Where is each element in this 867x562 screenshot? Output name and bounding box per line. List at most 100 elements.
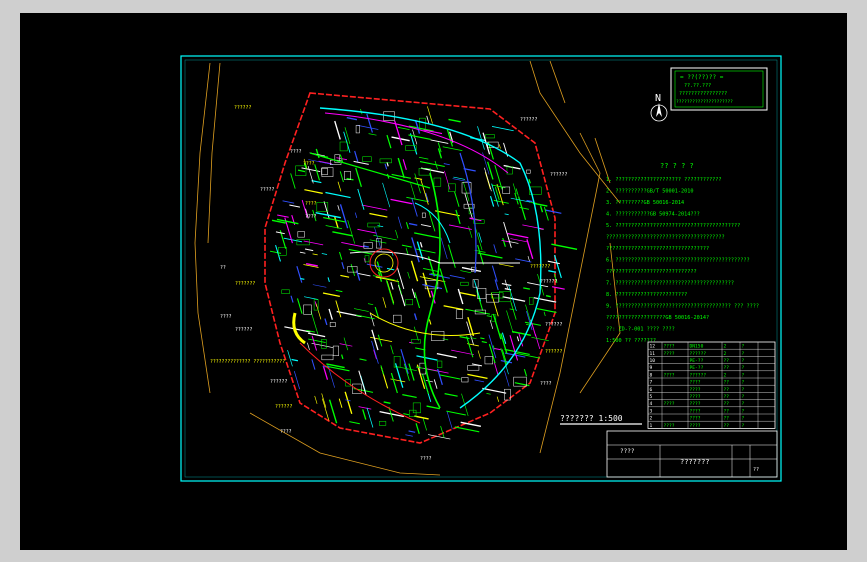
- table-cell: PE-??: [690, 358, 704, 364]
- table-cell: 2: [650, 416, 653, 422]
- site-labels: ????????????????????????????????????????…: [210, 105, 567, 462]
- table-cell: ????: [664, 401, 675, 407]
- table-cell: 10: [650, 358, 656, 364]
- table-cell: ?: [742, 423, 745, 429]
- title-block: ???? ??????? ??: [606, 430, 778, 478]
- note-line: 5. ?????????????????????????????????????…: [606, 223, 740, 229]
- table-cell: 2: [724, 344, 727, 350]
- table-cell: 4: [650, 401, 653, 407]
- site-label: ??????: [275, 404, 292, 410]
- table-cell: ?: [742, 401, 745, 407]
- site-label: ??????: [270, 379, 287, 385]
- site-label: ?????????????? ???????????: [210, 359, 285, 365]
- table-cell: ??????: [690, 351, 707, 357]
- scale-label: ??????? 1:500: [560, 414, 623, 423]
- site-boundary: [264, 92, 556, 444]
- note-line: 1. ????????????????????? ????????????: [606, 177, 722, 183]
- table-cell: ??: [724, 423, 730, 429]
- note-line: ??: ZD-?-001 ???? ????: [606, 327, 675, 333]
- table-cell: ?: [742, 358, 745, 364]
- table-cell: ????: [690, 416, 701, 422]
- site-label: ??????: [234, 105, 251, 111]
- site-label: ??????: [545, 322, 562, 328]
- table-cell: ????: [690, 380, 701, 386]
- table-cell: ????: [690, 387, 701, 393]
- table-cell: 7: [650, 380, 653, 386]
- note-line: 8. ???????????????????????: [606, 292, 687, 298]
- north-label: N: [655, 93, 661, 104]
- table-cell: ????: [664, 351, 675, 357]
- table-cell: ?: [742, 408, 745, 414]
- table-cell: ??: [724, 394, 730, 400]
- table-cell: ?: [742, 416, 745, 422]
- note-line: ?????????????????????????????????: [606, 246, 709, 252]
- title-block-drawing-name: ???????: [680, 458, 710, 466]
- table-cell: 3: [650, 408, 653, 414]
- table-cell: ??: [724, 387, 730, 393]
- note-line: ?????????????????????????????: [606, 269, 697, 275]
- table-cell: 2: [724, 372, 727, 378]
- notes-lines: 1. ????????????????????? ???????????? 2. …: [606, 177, 759, 344]
- north-arrow: N: [650, 93, 668, 122]
- drawing-inner-frame: [184, 59, 778, 478]
- site-label: ????: [280, 429, 292, 435]
- site-label: ????: [305, 201, 317, 207]
- site-label: ???????: [235, 281, 255, 287]
- site-label: ???????: [530, 264, 550, 270]
- design-notes: ?? ? ? ? 1. ????????????????????? ??????…: [606, 162, 759, 344]
- site-label: ??: [220, 265, 226, 271]
- table-cell: ????: [690, 401, 701, 407]
- note-line: 4. ???????????GB 50974-2014???: [606, 212, 700, 218]
- title-box-line4: ?????????????????????: [676, 99, 733, 105]
- table-cell: ????: [690, 408, 701, 414]
- table-cell: ????: [664, 372, 675, 378]
- note-line: ???????????????????GB 50016-2014?: [606, 315, 709, 321]
- table-cell: 5: [650, 394, 653, 400]
- site-label: ??????: [520, 117, 537, 123]
- title-box-line3: ????????????????: [679, 91, 727, 97]
- table-cell: ?: [742, 387, 745, 393]
- title-box-line2: ??.??.???: [684, 83, 711, 89]
- table-cell: ????: [664, 423, 675, 429]
- table-cell: ?: [742, 365, 745, 371]
- table-cell: ?: [742, 394, 745, 400]
- site-label: ?????: [260, 187, 275, 193]
- table-cell: ??: [724, 401, 730, 407]
- table-cell: ????: [690, 394, 701, 400]
- note-line: ??????????????????????????????????????: [606, 235, 725, 241]
- site-label: ????: [290, 149, 302, 155]
- site-label: ??????: [545, 349, 562, 355]
- title-block-sheet-no: ??: [753, 467, 759, 473]
- note-line: 7. ?????????????????????????????????????…: [606, 281, 734, 287]
- note-line: 2. ??????????GB/T 50001-2010: [606, 189, 693, 195]
- table-cell: ??: [724, 416, 730, 422]
- note-line: 1:500 ?? ???????: [606, 338, 656, 344]
- table-cell: DN150: [690, 344, 704, 350]
- site-label: ????: [420, 456, 432, 462]
- scale-bar: ??????? 1:500: [560, 414, 642, 425]
- table-cell: ??: [724, 380, 730, 386]
- table-cell: ?: [742, 380, 745, 386]
- note-line: 6. ?????????????????????????????????????…: [606, 258, 750, 264]
- site-label: ??????: [550, 172, 567, 178]
- table-cell: ????: [690, 423, 701, 429]
- table-cell: ????: [664, 344, 675, 350]
- site-plan-drawing: N = ??(??)?? = ??.??.??? ???????????????…: [180, 55, 782, 482]
- table-cell: 9: [650, 365, 653, 371]
- table-cell: 2: [724, 351, 727, 357]
- drawing-frame: [180, 55, 782, 482]
- cad-viewport[interactable]: N = ??(??)?? = ??.??.??? ???????????????…: [20, 13, 847, 550]
- table-cell: 6: [650, 387, 653, 393]
- table-cell: ??????: [690, 372, 707, 378]
- table-cell: 12: [650, 344, 656, 350]
- site-label: ????: [305, 214, 317, 220]
- site-label: ????: [220, 314, 232, 320]
- site-label: ??????: [235, 327, 252, 333]
- table-cell: 1: [650, 423, 653, 429]
- title-box-line1: = ??(??)?? =: [680, 74, 724, 81]
- site-label: ??????: [540, 279, 557, 285]
- roads: [194, 60, 621, 476]
- title-box: = ??(??)?? = ??.??.??? ???????????????? …: [670, 67, 768, 111]
- table-cell: 8: [650, 372, 653, 378]
